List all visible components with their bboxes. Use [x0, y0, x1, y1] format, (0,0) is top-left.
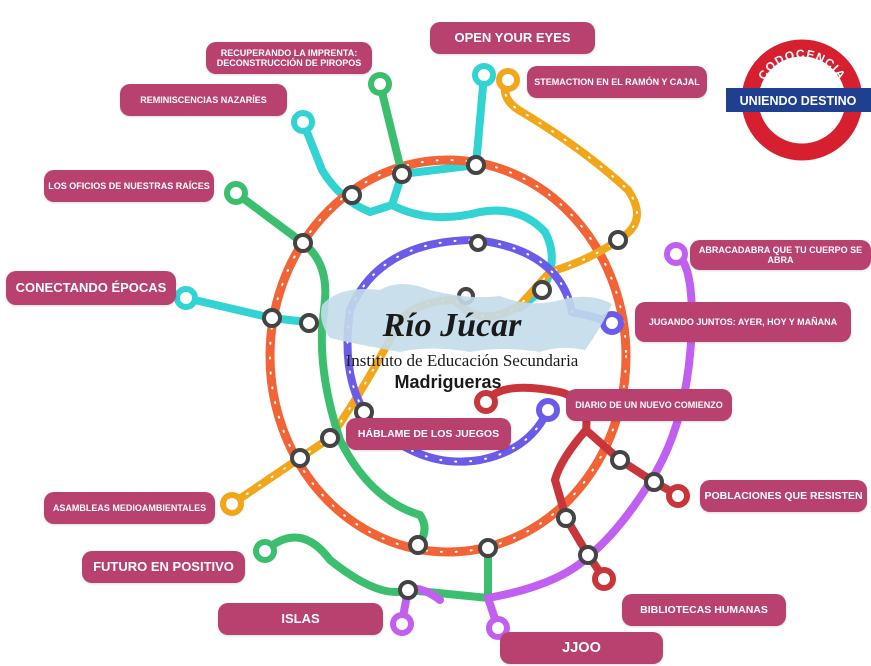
- station-jjoo[interactable]: JJOO: [500, 632, 663, 664]
- terminal-teal-top: [472, 63, 496, 87]
- terminal-red-right: [666, 484, 690, 508]
- logo-town: Madrigueras: [394, 372, 501, 392]
- logo-institute: Instituto de Educación Secundaria: [346, 351, 579, 370]
- interchange-node: [290, 448, 310, 468]
- interchange-node: [293, 233, 313, 253]
- terminal-green-left: [224, 181, 248, 205]
- station-conectando[interactable]: CONECTANDO ÉPOCAS: [6, 271, 176, 305]
- terminal-blue-inner: [536, 398, 560, 422]
- logo-name: Río Júcar: [382, 307, 523, 344]
- interchange-node: [299, 313, 319, 333]
- station-abracadabra[interactable]: ABRACADABRA QUE TU CUERPO SE ABRA: [690, 240, 871, 270]
- terminal-yellow-bottom: [220, 492, 244, 516]
- terminal-teal-left: [291, 110, 315, 134]
- interchange-node: [469, 234, 487, 252]
- station-diario[interactable]: DIARIO DE UN NUEVO COMIENZO: [566, 389, 732, 421]
- terminal-purple-left: [390, 612, 414, 636]
- terminal-teal-west: [174, 286, 198, 310]
- station-recuperando[interactable]: RECUPERANDO LA IMPRENTA: DECONSTRUCCIÓN …: [206, 42, 372, 74]
- station-islas[interactable]: ISLAS: [218, 603, 383, 635]
- interchange-node: [392, 164, 412, 184]
- station-reminiscencias[interactable]: REMINISCENCIAS NAZARÍES: [120, 84, 287, 116]
- interchange-node: [644, 472, 664, 492]
- interchange-node: [466, 155, 486, 175]
- interchange-node: [408, 535, 428, 555]
- interchange-node: [610, 450, 630, 470]
- badge-bar-text: UNIENDO DESTINO: [740, 94, 857, 108]
- station-stemaction[interactable]: STEMACTION EN EL RAMÓN Y CAJAL: [527, 66, 707, 98]
- codocencia-badge: CODOCENCIA UNIENDO DESTINO: [726, 39, 871, 161]
- interchange-node: [262, 308, 282, 328]
- station-bibliotecas[interactable]: BIBLIOTECAS HUMANAS: [622, 594, 786, 626]
- terminal-green-top: [368, 72, 392, 96]
- interchange-node: [578, 545, 598, 565]
- station-jugando[interactable]: JUGANDO JUNTOS: AYER, HOY Y MAÑANA: [635, 302, 851, 342]
- interchange-node: [532, 280, 552, 300]
- station-hablame[interactable]: HÁBLAME DE LOS JUEGOS: [346, 418, 511, 450]
- terminal-green-bottom: [253, 539, 277, 563]
- terminal-purple-top: [664, 242, 688, 266]
- interchanges: [262, 155, 664, 600]
- interchange-node: [320, 428, 340, 448]
- station-poblaciones[interactable]: POBLACIONES QUE RESISTEN: [700, 480, 867, 512]
- terminal-yellow-top: [496, 68, 520, 92]
- orange-line: [265, 155, 631, 557]
- logo-map-shape: [321, 284, 612, 352]
- station-open-your-eyes[interactable]: OPEN YOUR EYES: [430, 22, 595, 54]
- station-futuro[interactable]: FUTURO EN POSITIVO: [82, 551, 245, 583]
- station-asambleas[interactable]: ASAMBLEAS MEDIOAMBIENTALES: [44, 492, 215, 524]
- interchange-node: [398, 580, 418, 600]
- terminal-blue-right: [600, 311, 624, 335]
- interchange-node: [478, 538, 498, 558]
- terminal-red-top: [474, 390, 498, 414]
- station-oficios[interactable]: LOS OFICIOS DE NUESTRAS RAÍCES: [44, 170, 214, 202]
- school-logo: Río Júcar Instituto de Educación Secunda…: [321, 284, 612, 392]
- terminal-red-bottom: [592, 567, 616, 591]
- interchange-node: [608, 230, 628, 250]
- terminals: [174, 63, 690, 640]
- terminal-purple-bottom: [486, 616, 510, 640]
- interchange-node: [342, 185, 362, 205]
- interchange-node: [556, 508, 576, 528]
